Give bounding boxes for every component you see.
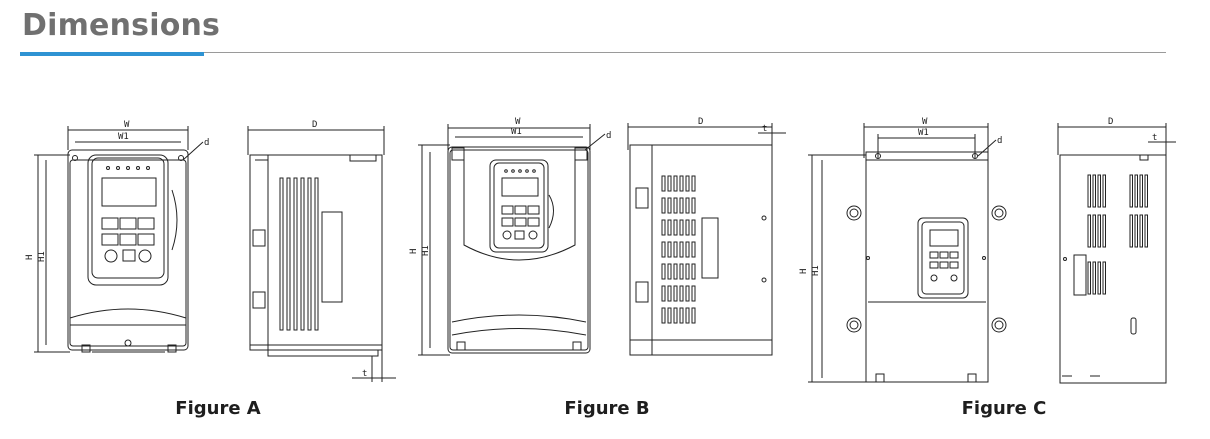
fig-b-depth-label: D <box>698 117 703 127</box>
fig-c-t-label: t <box>1152 133 1157 143</box>
fig-c-d-small-label: d <box>997 136 1002 146</box>
fig-b-w1-label: W1 <box>511 127 522 137</box>
fig-a-t-label: t <box>362 369 367 379</box>
figure-c-front-view: W W1 d H H1 <box>799 117 1007 383</box>
fig-a-vent-slots <box>279 177 319 331</box>
figure-b-front-view: W W1 d H H1 <box>409 117 611 356</box>
fig-c-w-label: W <box>922 117 928 127</box>
fig-b-h1-label: H1 <box>421 245 431 256</box>
fig-c-w1-label: W1 <box>918 128 929 138</box>
fig-a-d-small-label: d <box>204 138 209 148</box>
figure-a-front-view: W W1 d H H1 <box>25 120 209 353</box>
figure-b-caption: Figure B <box>564 398 650 419</box>
fig-c-h1-label: H1 <box>811 265 821 276</box>
figure-c-caption: Figure C <box>961 398 1047 419</box>
fig-b-d-small-label: d <box>606 131 611 141</box>
fig-c-depth-label: D <box>1108 117 1113 127</box>
fig-b-vent-grid <box>661 175 696 324</box>
fig-c-vent-grid <box>1087 174 1148 295</box>
fig-b-w-label: W <box>515 117 521 127</box>
fig-a-h-label: H <box>25 255 35 260</box>
fig-b-h-label: H <box>409 249 419 254</box>
fig-a-h1-label: H1 <box>37 251 47 262</box>
header-divider <box>20 52 1166 53</box>
fig-b-t-label: t <box>762 124 767 134</box>
fig-c-h-label: H <box>799 269 809 274</box>
fig-a-w-label: W <box>124 120 130 130</box>
header-accent-bar <box>20 52 204 56</box>
figure-a-side-view: D t <box>247 120 396 382</box>
figure-b-side-view: D t <box>627 117 786 356</box>
section-header: Dimensions <box>20 0 1170 60</box>
figure-a-caption: Figure A <box>175 398 261 419</box>
fig-a-depth-label: D <box>312 120 317 130</box>
page-title: Dimensions <box>22 8 221 43</box>
figure-c-side-view: D t <box>1057 117 1176 384</box>
fig-a-w1-label: W1 <box>118 132 129 142</box>
